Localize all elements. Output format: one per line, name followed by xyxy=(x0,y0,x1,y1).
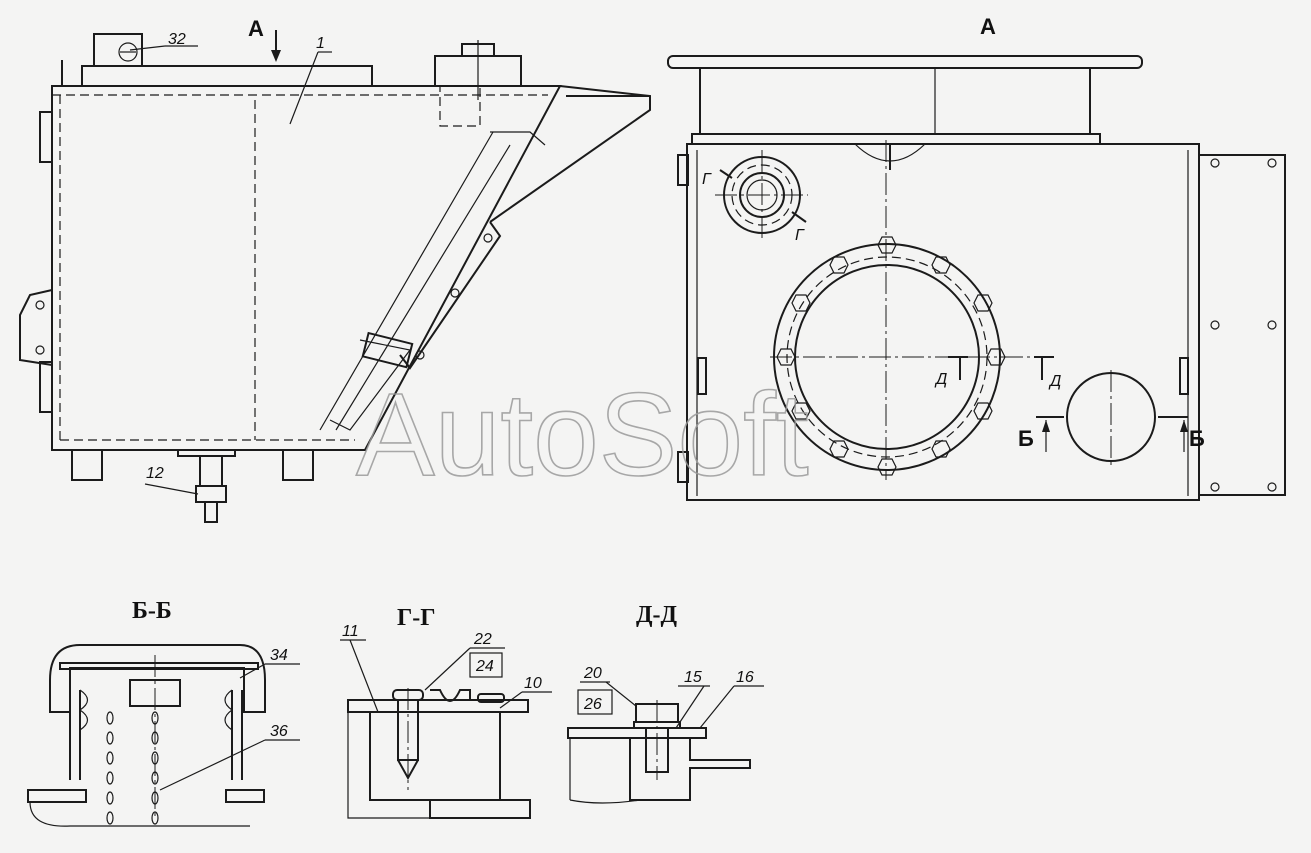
section-gg: Г-Г 11 22 24 10 xyxy=(340,605,552,819)
callout-20: 20 xyxy=(583,665,602,682)
section-g-mark-left: Г xyxy=(702,171,712,188)
section-d-mark-left: Д xyxy=(934,371,947,388)
section-d-mark-right: Д xyxy=(1048,373,1061,390)
view-a-title: А xyxy=(980,14,996,39)
callout-11: 11 xyxy=(342,623,359,640)
section-gg-title: Г-Г xyxy=(397,605,436,631)
callout-26: 26 xyxy=(583,696,602,713)
section-b-mark-right: Б xyxy=(1189,426,1205,451)
callout-1: 1 xyxy=(316,35,325,52)
flange-bolts xyxy=(776,236,1006,476)
watermark: AutoSoft xyxy=(356,369,809,501)
callout-16: 16 xyxy=(736,669,754,686)
tank-side-view: А 1 32 12 xyxy=(19,16,651,523)
callout-24: 24 xyxy=(475,658,494,675)
callout-36: 36 xyxy=(270,723,288,740)
callout-15: 15 xyxy=(684,669,702,686)
callout-22: 22 xyxy=(473,631,492,648)
callout-34: 34 xyxy=(270,647,288,664)
section-dd: Д-Д 20 26 15 16 xyxy=(567,602,764,804)
section-b-mark-left: Б xyxy=(1018,426,1034,451)
view-a-arrow-label: А xyxy=(248,16,264,41)
chains xyxy=(106,711,159,825)
callout-32: 32 xyxy=(168,31,186,48)
section-bb-title: Б-Б xyxy=(132,598,172,624)
callout-12: 12 xyxy=(146,465,164,482)
section-dd-title: Д-Д xyxy=(636,602,678,628)
tank-top-view: А Г Г xyxy=(667,14,1286,501)
callout-10: 10 xyxy=(524,675,542,692)
section-g-mark-right: Г xyxy=(795,227,805,244)
section-bb: Б-Б xyxy=(27,598,300,827)
